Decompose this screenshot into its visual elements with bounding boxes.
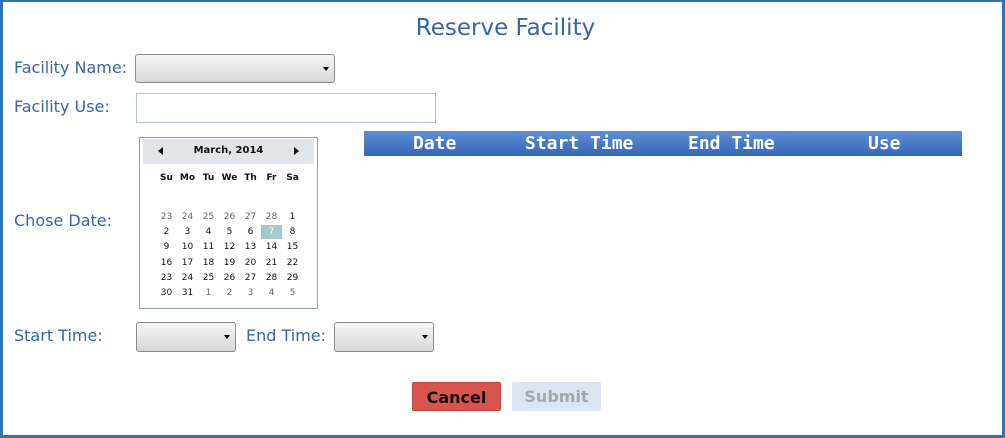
chose-date-label: Chose Date: (14, 211, 112, 230)
column-header-date: Date (413, 133, 457, 154)
calendar-day[interactable]: 23 (160, 272, 173, 283)
calendar-day[interactable]: 8 (289, 227, 296, 238)
calendar-day[interactable]: 15 (286, 242, 299, 253)
weekday-header: Fr (266, 173, 277, 183)
start-time-label: Start Time: (14, 326, 103, 345)
column-header-use: Use (868, 133, 901, 154)
calendar-day[interactable]: 21 (265, 257, 278, 268)
calendar-day[interactable]: 3 (247, 288, 254, 298)
calendar-day[interactable]: 2 (226, 288, 233, 298)
calendar-day[interactable]: 3 (184, 227, 191, 238)
end-time-label: End Time: (246, 326, 327, 345)
calendar-day[interactable]: 14 (265, 242, 278, 253)
calendar-day[interactable]: 16 (160, 257, 173, 268)
calendar-day[interactable]: 26 (223, 272, 236, 283)
chevron-down-icon (422, 335, 428, 339)
facility-name-select[interactable] (135, 54, 335, 83)
calendar-day[interactable]: 20 (244, 257, 257, 268)
weekday-header: Mo (179, 173, 196, 183)
weekday-header: Tu (202, 173, 215, 183)
calendar-day[interactable]: 23 (160, 212, 173, 222)
cancel-button[interactable]: Cancel (412, 382, 501, 411)
weekday-header: Th (244, 173, 257, 183)
calendar-header: March, 2014 (143, 139, 314, 164)
calendar-day[interactable]: 25 (202, 272, 215, 283)
calendar-day[interactable]: 4 (205, 227, 212, 238)
weekday-header: Sa (286, 173, 299, 183)
chevron-down-icon (323, 66, 329, 71)
calendar-day[interactable]: 11 (202, 242, 215, 253)
calendar-day[interactable]: 9 (163, 242, 170, 253)
calendar-day[interactable]: 24 (181, 272, 194, 283)
calendar-day[interactable]: 12 (223, 242, 236, 253)
calendar-day[interactable]: 27 (244, 272, 257, 283)
calendar-day[interactable]: 4 (268, 288, 275, 298)
facility-use-label: Facility Use: (14, 97, 110, 116)
end-time-select[interactable] (334, 322, 434, 352)
submit-button[interactable]: Submit (512, 382, 601, 411)
start-time-select[interactable] (136, 322, 236, 352)
calendar-day[interactable]: 31 (181, 288, 194, 298)
calendar-day[interactable]: 1 (289, 212, 296, 222)
calendar-day[interactable]: 24 (181, 212, 194, 222)
calendar-day[interactable]: 2 (163, 227, 170, 238)
calendar-day[interactable]: 5 (289, 288, 296, 298)
calendar-day[interactable]: 1 (205, 288, 212, 298)
calendar-day[interactable]: 30 (160, 288, 173, 298)
calendar-month-label: March, 2014 (193, 145, 264, 156)
calendar-day[interactable]: 17 (181, 257, 194, 268)
calendar-day[interactable]: 19 (223, 257, 236, 268)
calendar-day[interactable]: 13 (244, 242, 257, 253)
column-header-start-time: Start Time (525, 133, 634, 154)
facility-use-input[interactable] (136, 93, 436, 123)
reservations-table-header: Date Start Time End Time Use (364, 131, 962, 156)
calendar-day[interactable]: 25 (202, 212, 215, 222)
chevron-down-icon (224, 335, 230, 339)
calendar-day[interactable]: 29 (286, 272, 299, 283)
calendar-day[interactable]: 27 (244, 212, 257, 222)
next-month-icon[interactable] (294, 147, 299, 155)
calendar-day[interactable]: 28 (265, 272, 278, 283)
facility-name-label: Facility Name: (14, 58, 128, 77)
calendar-day[interactable]: 28 (265, 212, 278, 222)
calendar-day[interactable]: 7 (261, 225, 282, 240)
calendar-day[interactable]: 10 (181, 242, 194, 253)
prev-month-icon[interactable] (158, 147, 163, 155)
page-title: Reserve Facility (415, 15, 596, 41)
calendar-day[interactable]: 26 (223, 212, 236, 222)
weekday-header: We (221, 173, 238, 183)
calendar-day[interactable]: 22 (286, 257, 299, 268)
weekday-header: Su (160, 173, 173, 183)
column-header-end-time: End Time (688, 133, 775, 154)
calendar-day[interactable]: 5 (226, 227, 233, 238)
calendar-day[interactable]: 6 (247, 227, 254, 238)
calendar-day[interactable]: 18 (202, 257, 215, 268)
